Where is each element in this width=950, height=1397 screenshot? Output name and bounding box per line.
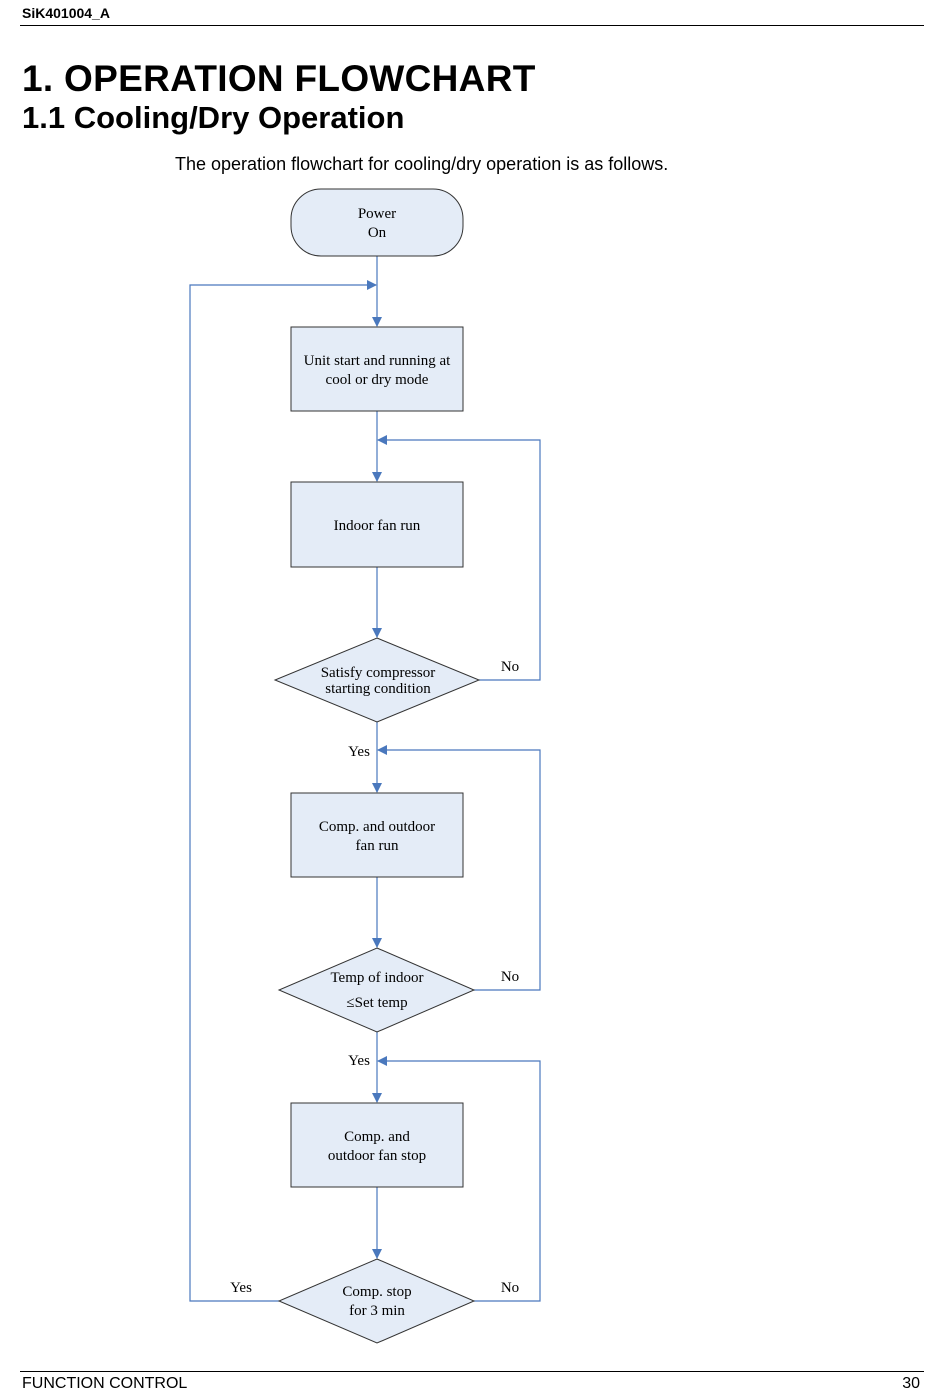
node-satisfy-line-1: Satisfy compressor xyxy=(321,665,436,681)
node-unit-start-line-1: Unit start and running at xyxy=(304,353,451,369)
label-satisfy-yes: Yes xyxy=(348,744,370,760)
node-power-on-line-1: Power xyxy=(358,206,396,222)
section-title: 1.1 Cooling/Dry Operation xyxy=(22,100,405,135)
label-temp-yes: Yes xyxy=(348,1053,370,1069)
footer-rule xyxy=(20,1371,924,1372)
node-indoor-fan: Indoor fan run xyxy=(290,481,464,568)
node-indoor-fan-line-1: Indoor fan run xyxy=(334,518,421,534)
node-satisfy-condition: Satisfy compressor starting condition xyxy=(273,637,481,723)
page-number: 30 xyxy=(902,1375,920,1392)
node-comp-stop-line-2: outdoor fan stop xyxy=(328,1148,426,1164)
node-stop-line-1: Comp. stop xyxy=(342,1284,411,1300)
node-power-on-line-2: On xyxy=(368,225,387,241)
header-rule xyxy=(20,25,924,26)
label-satisfy-no: No xyxy=(501,659,519,675)
label-temp-no: No xyxy=(501,969,519,985)
node-stop-line-2: for 3 min xyxy=(349,1303,405,1319)
node-comp-run-line-2: fan run xyxy=(356,838,399,854)
node-comp-stop: Comp. and outdoor fan stop xyxy=(290,1102,464,1188)
node-comp-run-line-1: Comp. and outdoor xyxy=(319,819,435,835)
node-temp-line-1: Temp of indoor xyxy=(330,970,423,986)
page-title: 1. OPERATION FLOWCHART xyxy=(22,58,536,99)
footer-section: FUNCTION CONTROL xyxy=(22,1375,188,1392)
node-comp-stop-line-1: Comp. and xyxy=(344,1129,410,1145)
label-stop-yes: Yes xyxy=(230,1280,252,1296)
flowchart-connectors xyxy=(189,256,541,1302)
node-stop-3min: Comp. stop for 3 min xyxy=(277,1258,476,1344)
node-unit-start-line-2: cool or dry mode xyxy=(326,372,429,388)
connector-stop-yes-loop xyxy=(189,280,377,1302)
connector-temp-no-loop xyxy=(377,745,541,991)
document-code: SiK401004_A xyxy=(22,5,110,21)
connector-stop-no-loop xyxy=(377,1056,541,1302)
node-comp-run: Comp. and outdoor fan run xyxy=(290,792,464,878)
label-stop-no: No xyxy=(501,1280,519,1296)
node-temp-line-2: ≤Set temp xyxy=(346,995,407,1011)
node-power-on: Power On xyxy=(290,188,464,257)
node-unit-start: Unit start and running at cool or dry mo… xyxy=(290,326,464,412)
connector-satisfy-no-loop xyxy=(377,435,541,681)
node-satisfy-line-2: starting condition xyxy=(325,681,431,697)
intro-text: The operation flowchart for cooling/dry … xyxy=(175,154,669,174)
node-temp-check: Temp of indoor ≤Set temp xyxy=(277,947,476,1033)
